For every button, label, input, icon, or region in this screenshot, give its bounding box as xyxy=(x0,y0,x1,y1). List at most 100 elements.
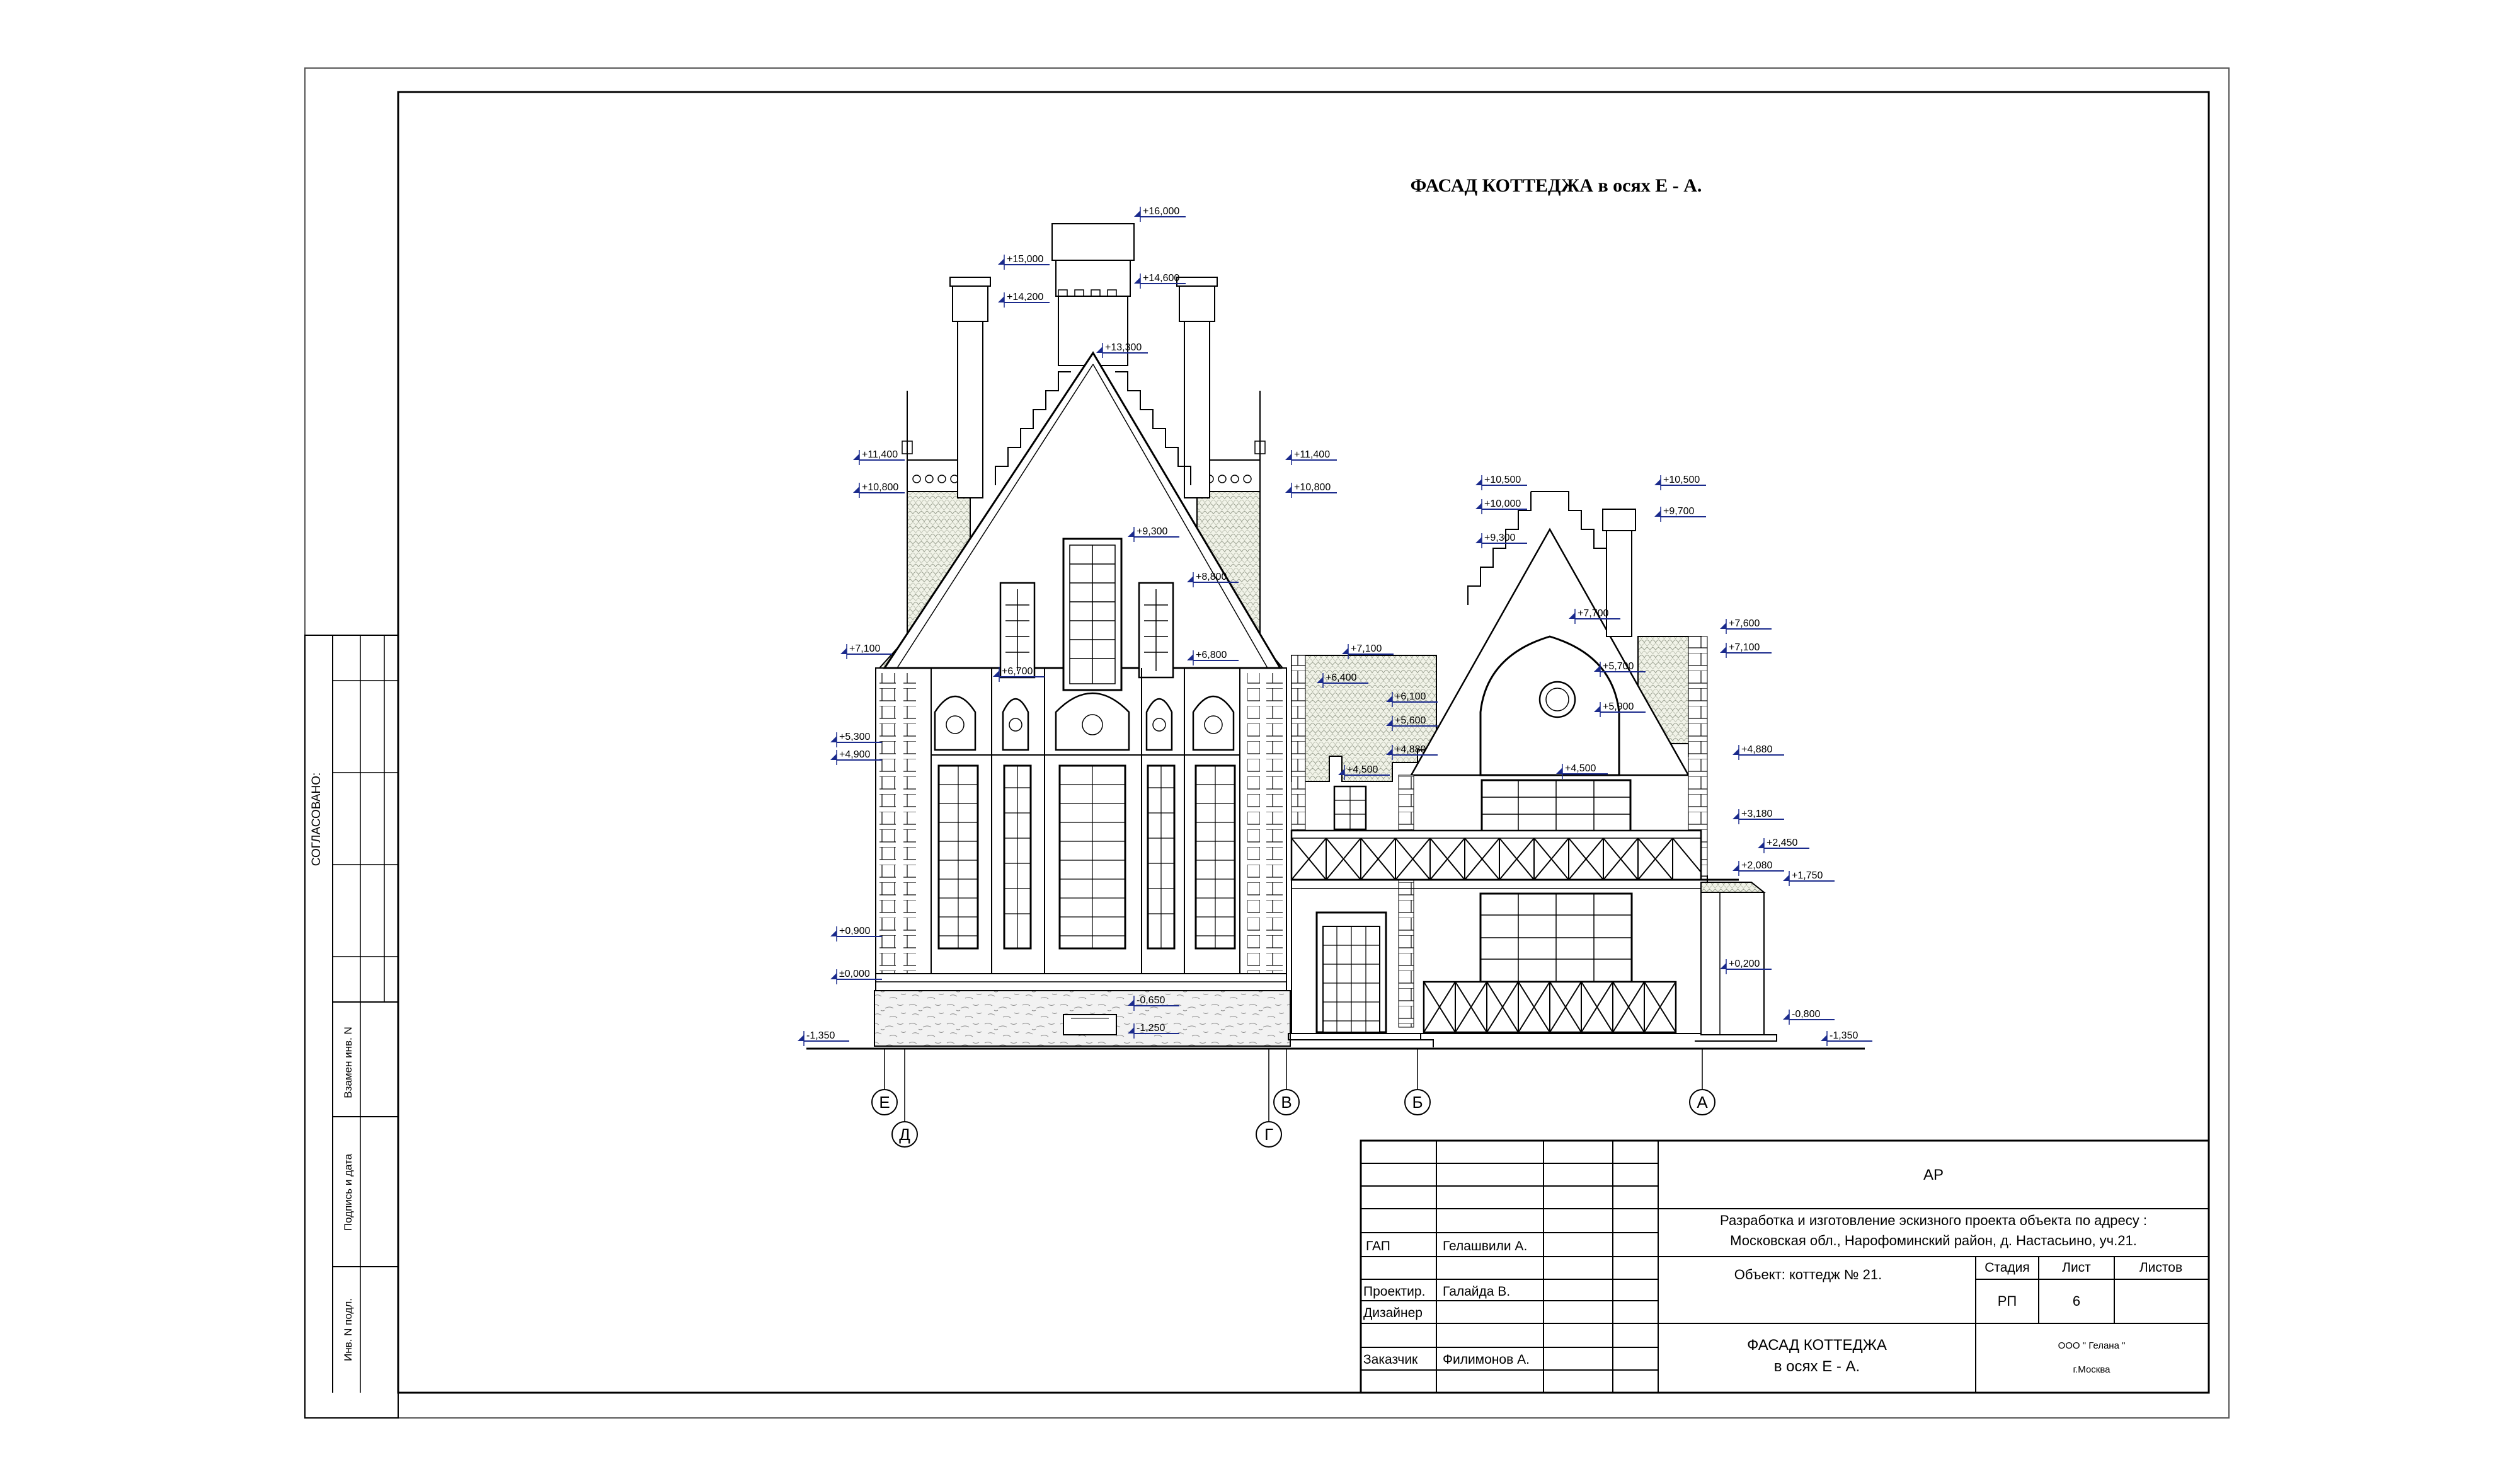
level-marker-icon xyxy=(993,671,999,677)
tb-sheet-title1: ФАСАД КОТТЕДЖА xyxy=(1747,1337,1887,1354)
level-mark: +10,500 xyxy=(1654,475,1706,490)
level-mark: +1,750 xyxy=(1783,870,1835,886)
axis-bubble-A xyxy=(1689,1089,1715,1115)
left-gothic-block xyxy=(874,223,1291,1047)
stamp-agreed: СОГЛАСОВАНО: xyxy=(310,773,323,867)
tb-name-customer: Филимонов А. xyxy=(1443,1352,1530,1367)
level-marker-icon xyxy=(830,736,837,742)
level-label: +7,100 xyxy=(1729,642,1760,653)
tb-project-line2: Московская обл., Нарофоминский район, д.… xyxy=(1730,1233,2137,1248)
level-mark: +9,700 xyxy=(1654,506,1706,522)
level-marker-icon xyxy=(1783,875,1789,881)
level-label: +9,700 xyxy=(1663,506,1694,517)
level-marker-icon xyxy=(830,754,837,760)
level-label: +7,100 xyxy=(1351,643,1382,654)
tb-sheet-label: Лист xyxy=(2062,1260,2091,1275)
level-marker-icon xyxy=(830,930,837,936)
stamp-replaced-inv: Взамен инв. N xyxy=(342,1027,354,1098)
level-label: +14,600 xyxy=(1143,273,1179,284)
level-label: +16,000 xyxy=(1143,206,1179,217)
level-marker-icon xyxy=(1285,487,1292,493)
level-mark: +5,600 xyxy=(1386,715,1438,731)
stamp-inv-original: Инв. N подл. xyxy=(342,1298,354,1361)
level-label: +10,800 xyxy=(862,482,898,493)
level-label: +4,500 xyxy=(1565,763,1596,774)
level-mark: +10,800 xyxy=(1285,482,1337,498)
level-marker-icon xyxy=(853,487,859,493)
level-mark: +5,300 xyxy=(830,732,882,747)
level-mark: -1,350 xyxy=(798,1030,849,1046)
gothic-window-arch xyxy=(1479,635,1620,776)
level-mark: +16,000 xyxy=(1134,206,1186,222)
level-mark: +7,100 xyxy=(840,643,892,659)
level-marker-icon xyxy=(1475,479,1482,485)
level-label: +2,080 xyxy=(1741,860,1772,871)
axis-bubble-G xyxy=(1256,1121,1282,1148)
tb-stage-value: РП xyxy=(1998,1293,2017,1309)
level-mark: +6,400 xyxy=(1317,672,1368,688)
tb-object: Объект: коттедж № 21. xyxy=(1734,1267,1882,1282)
tb-company: ООО " Гелана " xyxy=(2058,1340,2126,1351)
level-marker-icon xyxy=(1720,647,1726,653)
level-mark: +2,080 xyxy=(1732,860,1784,876)
level-mark: +11,400 xyxy=(853,449,905,465)
tb-city: г.Москва xyxy=(2073,1364,2110,1375)
level-label: +10,500 xyxy=(1484,475,1521,485)
level-marker-icon xyxy=(1317,677,1323,683)
level-label: -1,250 xyxy=(1137,1023,1165,1034)
level-mark: +6,800 xyxy=(1187,650,1239,665)
level-marker-icon xyxy=(830,973,837,979)
level-label: +7,100 xyxy=(849,643,880,654)
axes: Е Д В Г Б А xyxy=(871,1049,1715,1148)
axis-bubble-V xyxy=(1273,1089,1300,1115)
basement-window xyxy=(1063,1014,1117,1035)
level-marker-icon xyxy=(1128,999,1134,1006)
level-label: +0,200 xyxy=(1729,959,1760,969)
level-marker-icon xyxy=(1338,769,1344,775)
tb-sheet-value: 6 xyxy=(2073,1293,2080,1309)
side-stamp: СОГЛАСОВАНО: Взамен инв. N Подпись и дат… xyxy=(304,635,399,1419)
level-marker-icon xyxy=(1594,665,1600,672)
level-label: ±0,000 xyxy=(839,969,870,979)
level-marker-icon xyxy=(1594,706,1600,712)
level-marker-icon xyxy=(1386,720,1392,726)
level-mark: -0,650 xyxy=(1128,995,1179,1011)
tb-name-gap: Гелашвили А. xyxy=(1443,1239,1527,1253)
axis-label-E: Е xyxy=(879,1093,890,1112)
tb-role-gap: ГАП xyxy=(1366,1239,1390,1253)
level-mark: +13,300 xyxy=(1096,342,1148,358)
level-marker-icon xyxy=(1475,537,1482,543)
level-mark: -0,800 xyxy=(1783,1009,1835,1025)
axis-label-A: А xyxy=(1697,1093,1708,1112)
level-mark: +7,100 xyxy=(1342,643,1394,659)
level-marker-icon xyxy=(1187,654,1193,660)
level-label: +6,700 xyxy=(1002,666,1033,677)
level-label: +10,500 xyxy=(1663,475,1700,485)
axis-bubble-E xyxy=(871,1089,898,1115)
level-marker-icon xyxy=(1821,1035,1827,1041)
title-block: АР Разработка и изготовление эскизного п… xyxy=(1360,1139,2210,1394)
level-marks: +16,000+15,000+14,600+14,200+13,300+11,4… xyxy=(798,206,1872,1046)
level-marker-icon xyxy=(1386,696,1392,702)
level-label: +11,400 xyxy=(1294,449,1330,460)
level-label: -0,800 xyxy=(1792,1009,1820,1020)
level-marker-icon xyxy=(1783,1013,1789,1020)
level-label: +10,800 xyxy=(1294,482,1331,493)
level-label: +1,750 xyxy=(1792,870,1823,881)
level-marker-icon xyxy=(1096,347,1102,353)
level-label: +14,200 xyxy=(1007,292,1043,302)
level-mark: +7,700 xyxy=(1569,608,1620,624)
axis-label-B: Б xyxy=(1412,1093,1423,1112)
level-mark: +7,600 xyxy=(1720,618,1772,634)
level-label: +4,880 xyxy=(1741,744,1772,755)
level-label: +8,800 xyxy=(1196,572,1227,582)
level-marker-icon xyxy=(853,454,859,460)
level-label: +9,300 xyxy=(1137,526,1167,537)
level-marker-icon xyxy=(1285,454,1292,460)
level-mark: +4,500 xyxy=(1338,764,1390,780)
level-label: +4,500 xyxy=(1347,764,1378,775)
level-mark: +0,200 xyxy=(1720,959,1772,974)
right-block xyxy=(1288,491,1777,1047)
tb-sheet-title2: в осях Е - А. xyxy=(1774,1358,1860,1375)
stepped-coping-left xyxy=(995,371,1071,485)
